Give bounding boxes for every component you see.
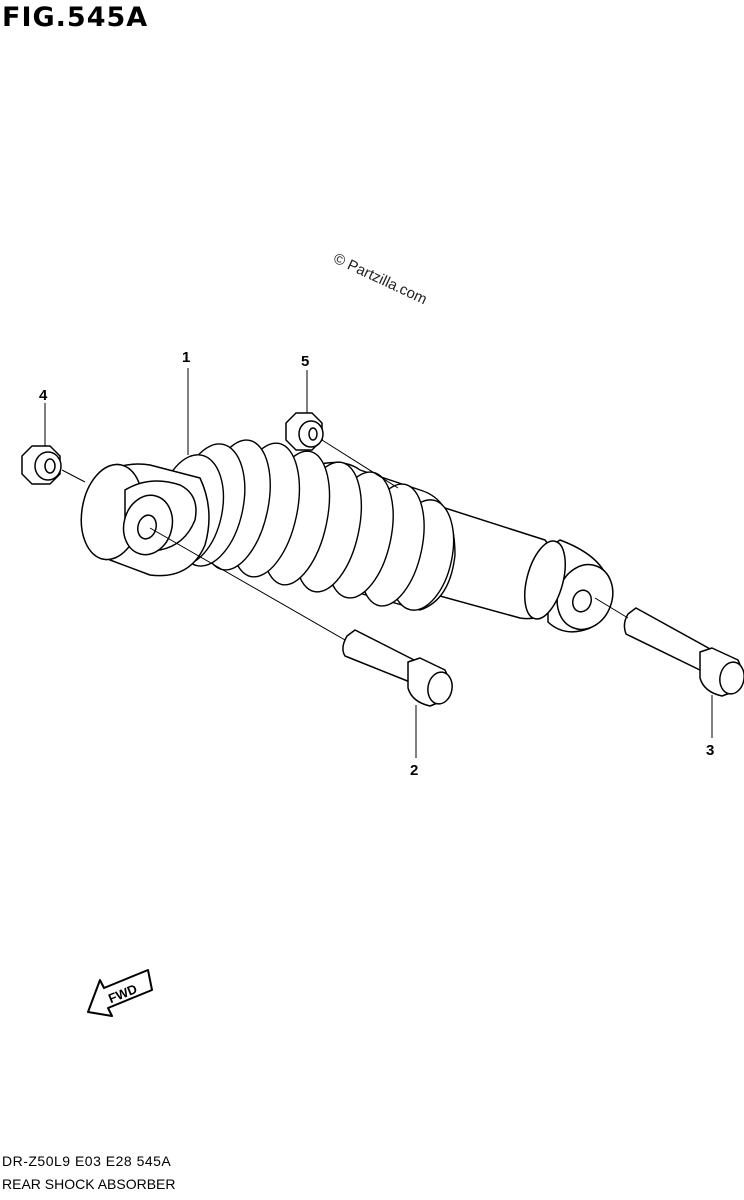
callout-4: 4 (39, 387, 48, 404)
leader-line-nut5 (321, 439, 399, 489)
callout-5: 5 (301, 353, 309, 370)
nut-5 (285, 412, 324, 451)
leader-line-bolt3 (594, 597, 629, 619)
callout-1: 1 (182, 349, 190, 366)
callout-2: 2 (410, 762, 418, 779)
nut-4 (21, 445, 62, 485)
bolt-2 (342, 629, 453, 707)
leader-line-bolt2 (149, 527, 346, 641)
leader-line-nut4 (61, 469, 86, 483)
callout-3: 3 (706, 742, 714, 759)
footer-code: DR-Z50L9 E03 E28 545A (2, 1153, 172, 1169)
upper-mount-head (80, 463, 210, 577)
fwd-arrow-icon (87, 969, 153, 1017)
footer-title: REAR SHOCK ABSORBER (2, 1176, 176, 1192)
figure-title: FIG.545A (2, 2, 149, 33)
bolt-3 (623, 607, 744, 697)
